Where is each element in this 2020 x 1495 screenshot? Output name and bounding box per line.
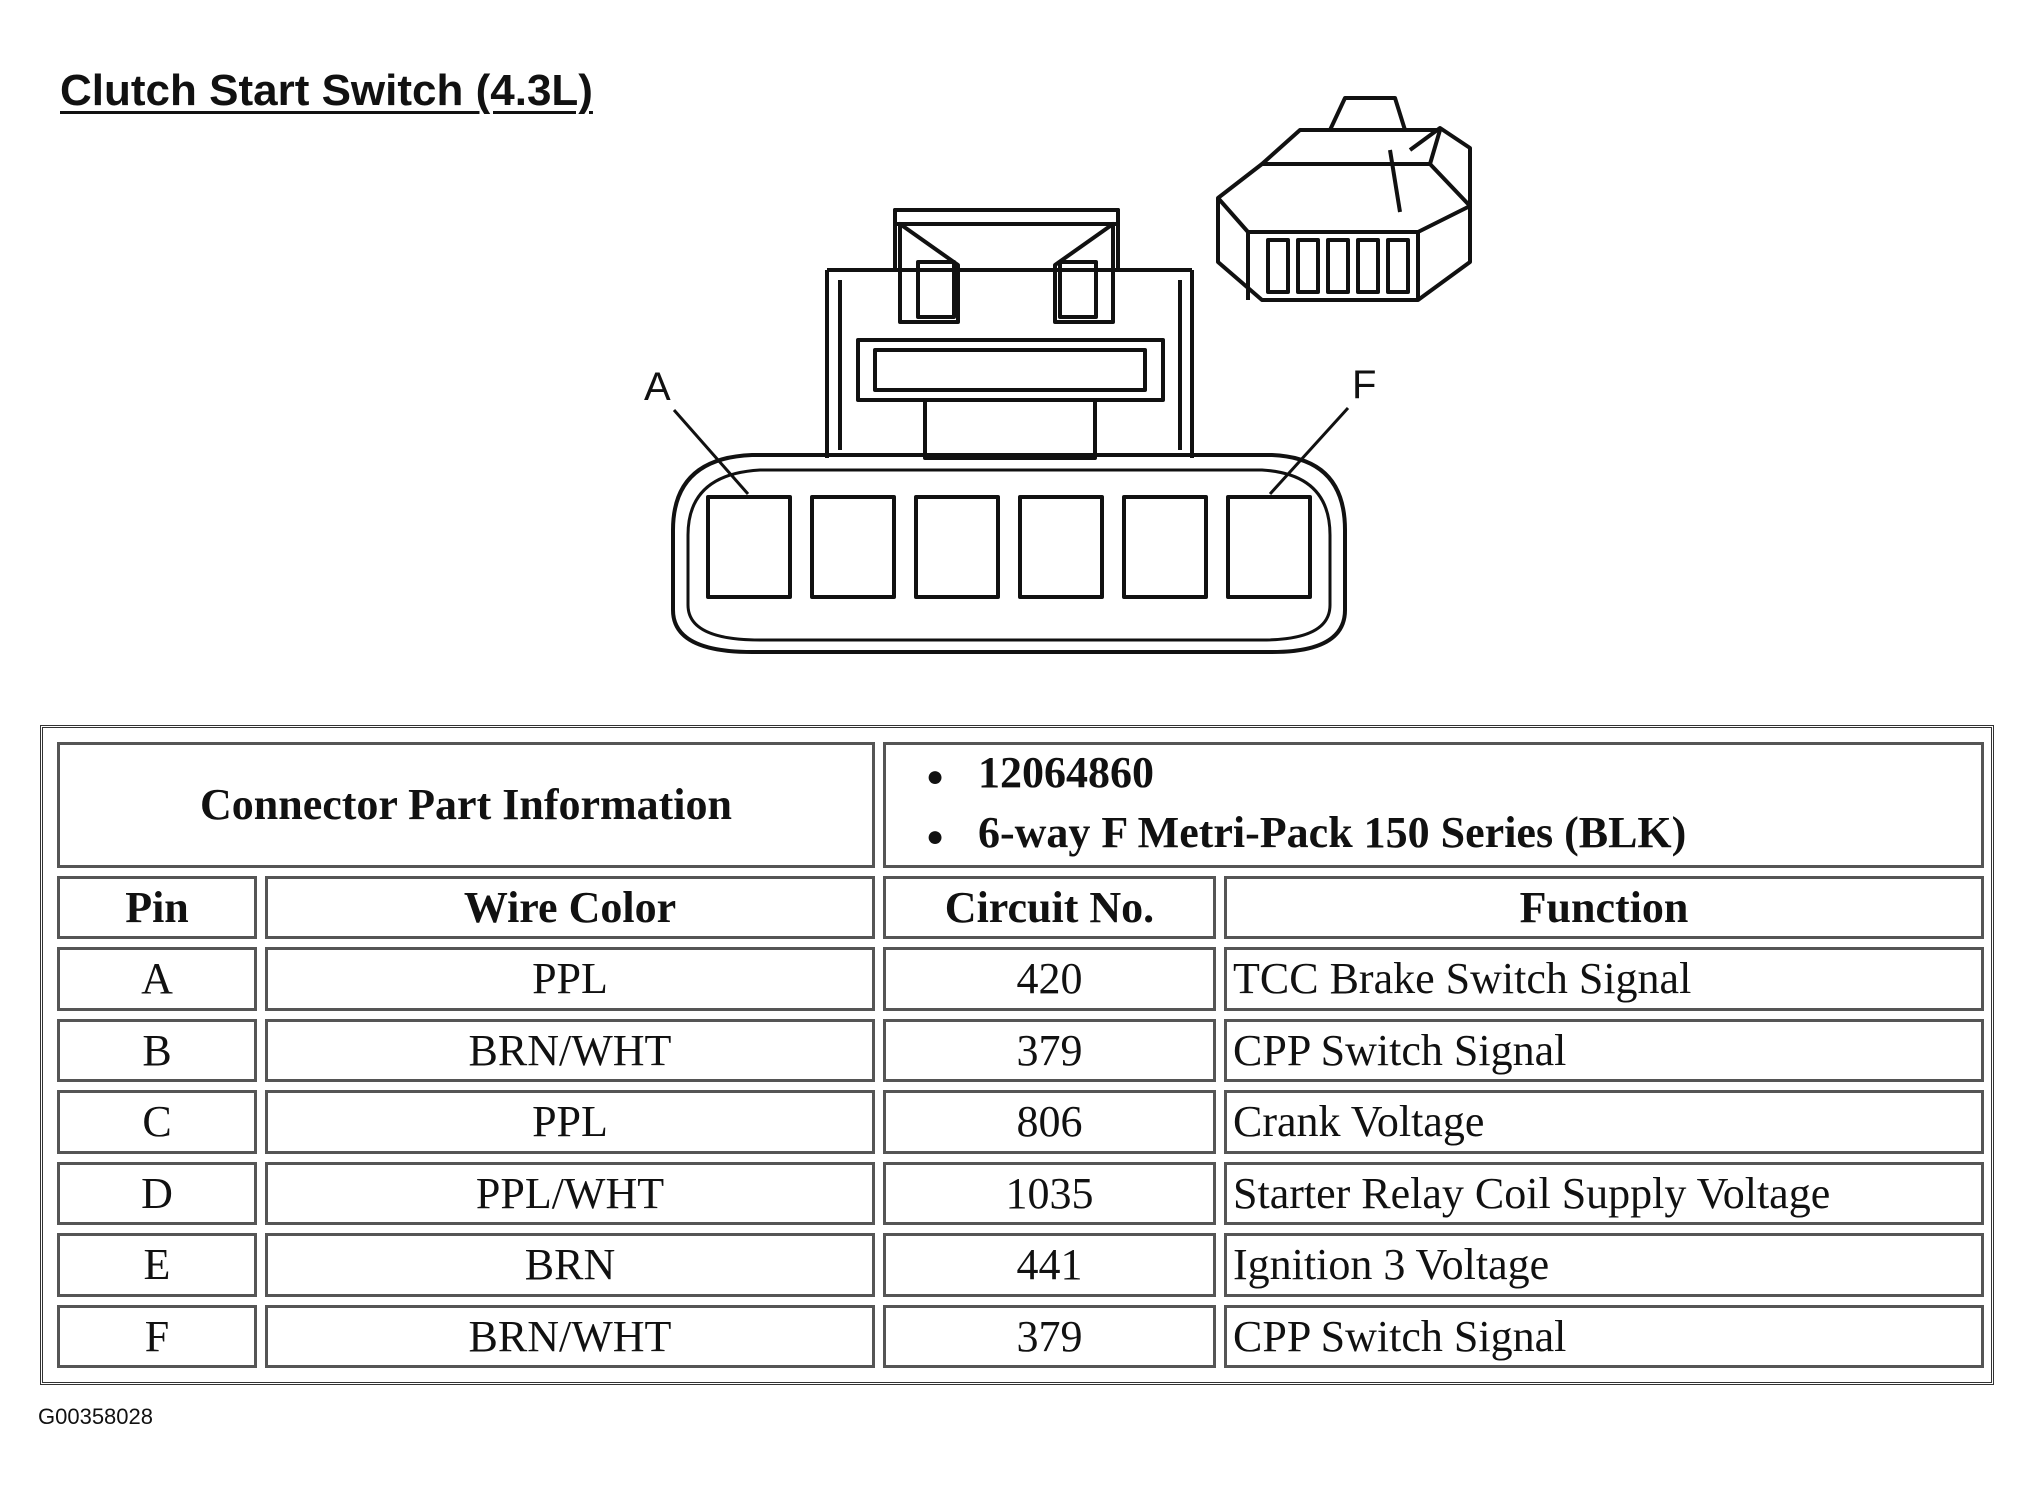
- pin-cell: A: [57, 947, 257, 1011]
- column-header-function: Function: [1224, 875, 1985, 940]
- function-cell: CPP Switch Signal: [1224, 1018, 1985, 1083]
- connector-info-item: ●6-way F Metri-Pack 150 Series (BLK): [926, 805, 1975, 865]
- connector-info-items: ●12064860 ●6-way F Metri-Pack 150 Series…: [883, 742, 1985, 868]
- pin-cavity-a: [706, 495, 792, 599]
- connector-latch: [825, 208, 1194, 460]
- table-row: F BRN/WHT 379 CPP Switch Signal: [57, 1304, 1985, 1368]
- pin-cell: B: [57, 1018, 257, 1083]
- table-row: D PPL/WHT 1035 Starter Relay Coil Supply…: [57, 1161, 1985, 1226]
- connector-table-frame: Connector Part Information ●12064860 ●6-…: [40, 725, 1994, 1385]
- column-header-pin: Pin: [57, 875, 257, 940]
- wire-color-cell: PPL/WHT: [265, 1161, 875, 1226]
- circuit-no-cell: 379: [883, 1304, 1216, 1368]
- circuit-no-cell: 806: [883, 1090, 1216, 1154]
- figure-code: G00358028: [38, 1404, 153, 1429]
- function-cell: Ignition 3 Voltage: [1224, 1233, 1985, 1297]
- pin-cavity-d: [1018, 495, 1104, 599]
- pin-cell: D: [57, 1161, 257, 1226]
- pin-cavity-c: [914, 495, 1000, 599]
- pin-cavities: [706, 495, 1312, 599]
- table-row: A PPL 420 TCC Brake Switch Signal: [57, 947, 1985, 1011]
- table-row: E BRN 441 Ignition 3 Voltage: [57, 1233, 1985, 1297]
- wire-color-cell: PPL: [265, 1090, 875, 1154]
- pin-cell: F: [57, 1304, 257, 1368]
- table-header-row: Pin Wire Color Circuit No. Function: [57, 875, 1985, 940]
- pin-cavity-b: [810, 495, 896, 599]
- pin-cavity-f: [1226, 495, 1312, 599]
- connector-thumbnail: [1216, 96, 1472, 302]
- pin-cell: C: [57, 1090, 257, 1154]
- wire-color-cell: PPL: [265, 947, 875, 1011]
- connector-table: Connector Part Information ●12064860 ●6-…: [49, 734, 1992, 1376]
- leader-line-a: [672, 409, 750, 495]
- circuit-no-cell: 420: [883, 947, 1216, 1011]
- wire-color-cell: BRN: [265, 1233, 875, 1297]
- table-row: C PPL 806 Crank Voltage: [57, 1090, 1985, 1154]
- connector-info-label: Connector Part Information: [57, 742, 875, 868]
- pin-label-f: F: [1352, 363, 1376, 407]
- wire-color-cell: BRN/WHT: [265, 1018, 875, 1083]
- pin-label-a: A: [644, 365, 671, 409]
- wire-color-cell: BRN/WHT: [265, 1304, 875, 1368]
- function-cell: CPP Switch Signal: [1224, 1304, 1985, 1368]
- bullet-icon: ●: [926, 819, 945, 853]
- pin-cavity-e: [1122, 495, 1208, 599]
- table-row: B BRN/WHT 379 CPP Switch Signal: [57, 1018, 1985, 1083]
- bullet-icon: ●: [926, 759, 945, 793]
- function-cell: Crank Voltage: [1224, 1090, 1985, 1154]
- page-title: Clutch Start Switch (4.3L): [60, 66, 593, 115]
- connector-info-row: Connector Part Information ●12064860 ●6-…: [57, 742, 1985, 868]
- column-header-circuit-no: Circuit No.: [883, 875, 1216, 940]
- function-cell: TCC Brake Switch Signal: [1224, 947, 1985, 1011]
- pin-cell: E: [57, 1233, 257, 1297]
- circuit-no-cell: 441: [883, 1233, 1216, 1297]
- connector-diagram: A F: [644, 96, 1472, 654]
- connector-info-item: ●12064860: [926, 745, 1975, 805]
- leader-line-f: [1268, 406, 1350, 496]
- connector-body: [671, 453, 1347, 654]
- circuit-no-cell: 379: [883, 1018, 1216, 1083]
- circuit-no-cell: 1035: [883, 1161, 1216, 1226]
- column-header-wire-color: Wire Color: [265, 875, 875, 940]
- function-cell: Starter Relay Coil Supply Voltage: [1224, 1161, 1985, 1226]
